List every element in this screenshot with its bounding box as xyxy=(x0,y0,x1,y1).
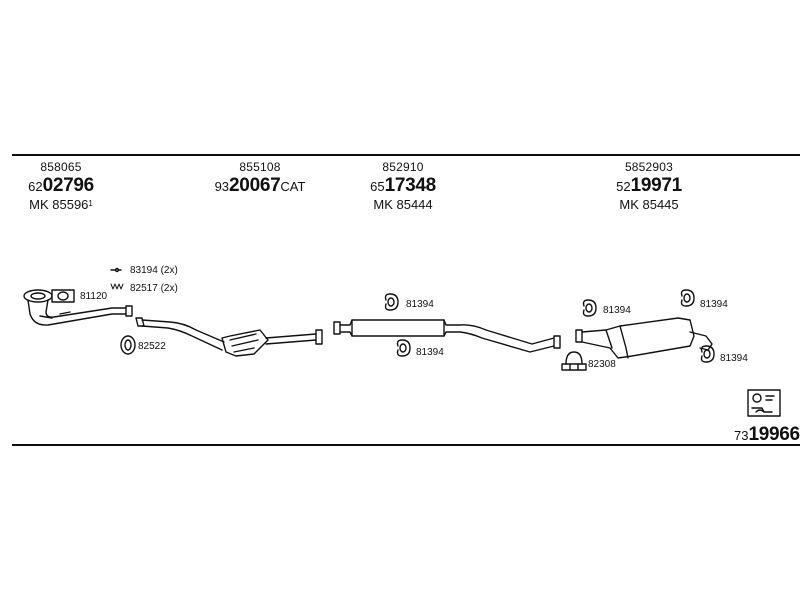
u-clamp-icon[interactable] xyxy=(561,351,587,371)
part-prefix: 62 xyxy=(28,179,43,194)
part-number: 17348 xyxy=(384,175,437,196)
mk-value: 85444 xyxy=(396,197,433,212)
part-column-2: 855108 9320067CAT xyxy=(204,160,316,197)
gasket-part[interactable] xyxy=(51,289,75,303)
hanger-icon[interactable] xyxy=(582,299,597,317)
spring-label: 82517 (2x) xyxy=(130,283,178,294)
gasket-label: 81120 xyxy=(80,291,108,302)
mk-value: 85596 xyxy=(52,197,89,212)
part-column-3: 852910 6517348 MK 85444 xyxy=(358,160,448,213)
part-number: 19971 xyxy=(630,175,683,196)
part-number: 02796 xyxy=(42,175,95,196)
part-code: 852910 xyxy=(382,160,424,174)
middle-silencer[interactable] xyxy=(333,319,561,353)
hanger-icon[interactable] xyxy=(700,345,715,363)
kit-part-number: 19966 xyxy=(748,424,800,445)
part-suffix: CAT xyxy=(280,179,306,194)
ring-label: 82522 xyxy=(138,341,166,352)
rear-silencer[interactable] xyxy=(575,317,713,359)
hanger-icon[interactable] xyxy=(680,289,695,307)
hanger-icon[interactable] xyxy=(396,339,411,357)
mk-value: 85445 xyxy=(642,197,679,212)
part-code: 855108 xyxy=(239,160,281,174)
spring-part-icon[interactable] xyxy=(110,283,124,290)
hanger-icon[interactable] xyxy=(384,293,399,311)
front-downpipe[interactable] xyxy=(23,289,133,326)
bottom-divider xyxy=(12,444,800,446)
catalytic-converter[interactable] xyxy=(135,317,323,357)
top-divider xyxy=(12,154,800,156)
clamp-label: 83194 (2x) xyxy=(130,265,178,276)
hanger-label: 81394 xyxy=(720,353,748,364)
ring-part[interactable] xyxy=(120,335,136,355)
hanger-label: 81394 xyxy=(603,305,631,316)
part-code: 5852903 xyxy=(624,160,674,174)
kit-number: 7319966 xyxy=(734,424,800,446)
part-column-1: 858065 6202796 MK 855961 xyxy=(20,160,102,213)
parts-kit-icon[interactable] xyxy=(747,389,781,417)
part-number: 20067 xyxy=(229,175,281,196)
part-prefix: 93 xyxy=(214,179,230,194)
part-prefix: 65 xyxy=(370,179,385,194)
hanger-label: 81394 xyxy=(700,299,728,310)
mk-superscript: 1 xyxy=(88,199,93,208)
part-column-4: 5852903 5219971 MK 85445 xyxy=(604,160,694,213)
mk-label: MK xyxy=(29,197,49,212)
u-clamp-label: 82308 xyxy=(588,359,616,370)
part-code: 858065 xyxy=(40,160,82,174)
mk-label: MK xyxy=(373,197,393,212)
hanger-label: 81394 xyxy=(406,299,434,310)
part-prefix: 52 xyxy=(616,179,631,194)
hanger-label: 81394 xyxy=(416,347,444,358)
mk-label: MK xyxy=(619,197,639,212)
kit-prefix: 73 xyxy=(734,428,749,443)
clamp-part-icon[interactable] xyxy=(110,267,122,273)
